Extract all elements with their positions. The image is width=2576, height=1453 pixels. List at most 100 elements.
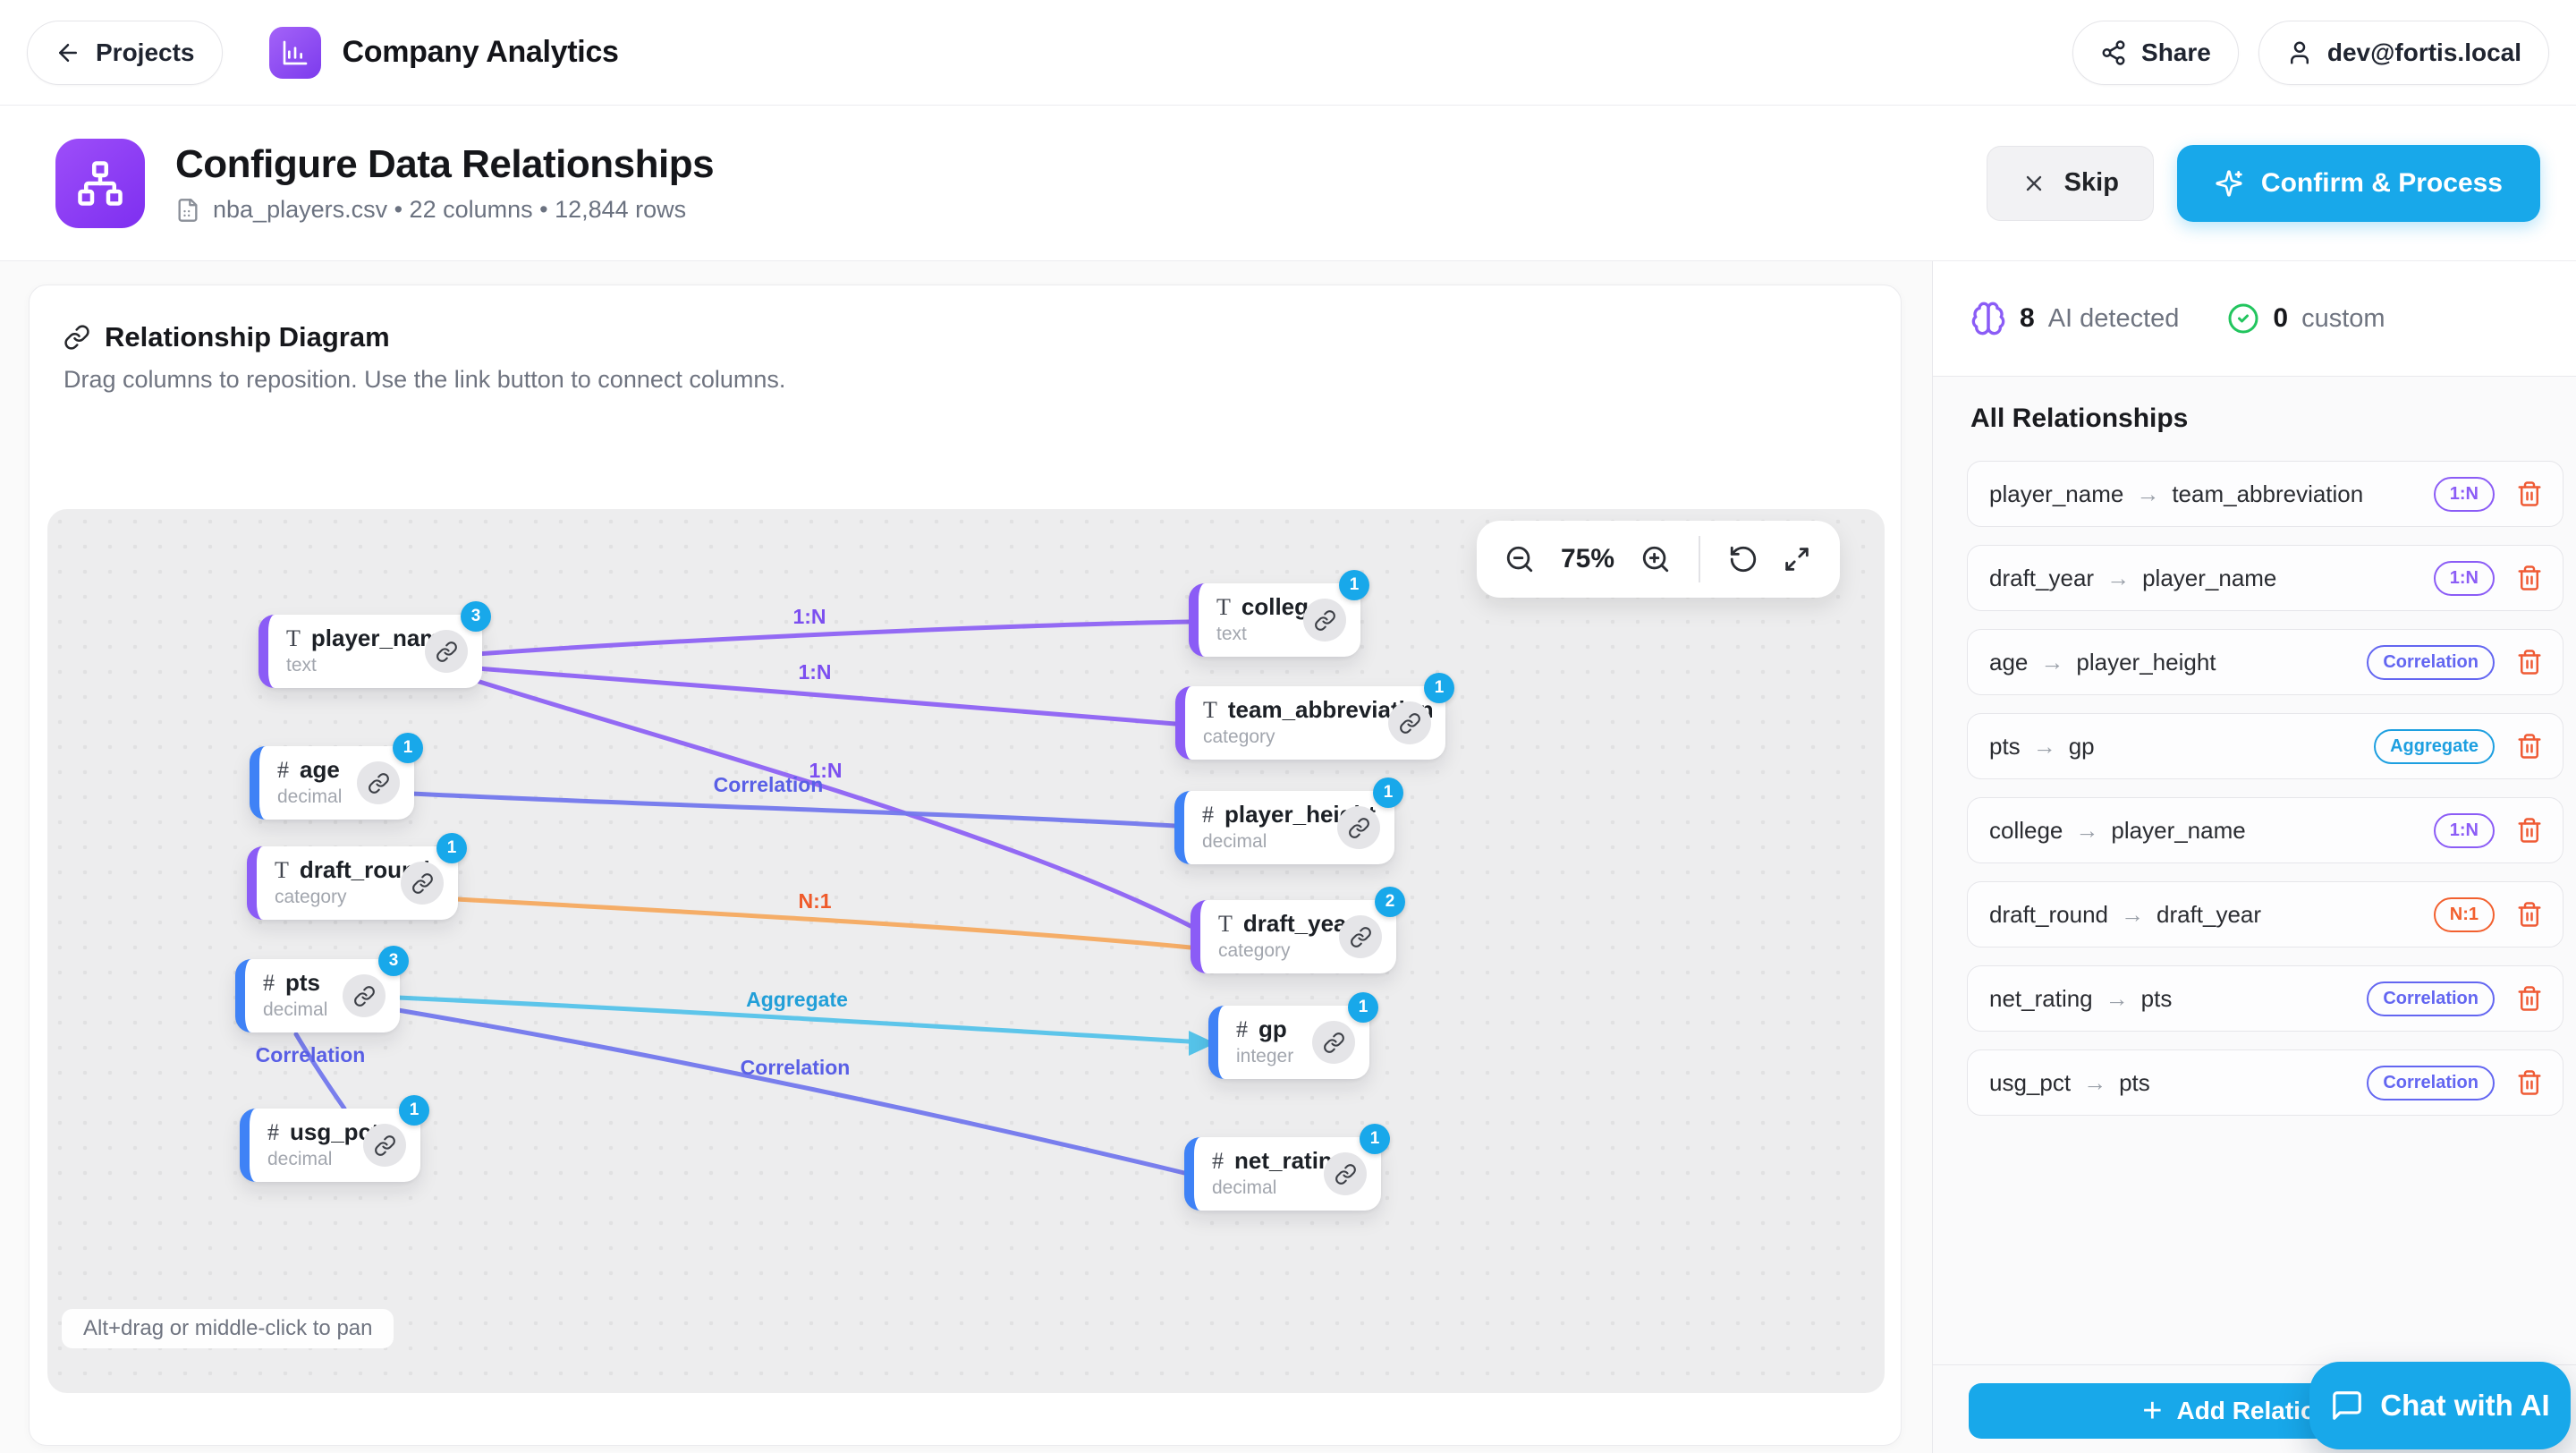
column-dtype: decimal <box>267 1149 333 1169</box>
toolbar-divider <box>1699 536 1700 582</box>
delete-relationship-button[interactable] <box>2511 475 2548 513</box>
back-projects-button[interactable]: Projects <box>27 20 223 85</box>
connection-count-badge: 1 <box>1348 992 1378 1023</box>
link-column-button[interactable] <box>1337 806 1380 849</box>
link-icon <box>1348 817 1369 838</box>
link-icon <box>1350 926 1371 947</box>
link-icon <box>64 325 89 350</box>
column-node-player_height[interactable]: 1 # player_height decimal <box>1174 777 1403 864</box>
column-dtype: text <box>286 655 317 676</box>
page-heading-text: Configure Data Relationships nba_players… <box>175 142 715 224</box>
fit-view-button[interactable] <box>1772 534 1822 584</box>
relationship-item[interactable]: draft_year → player_name 1:N <box>1967 545 2563 611</box>
column-dtype: decimal <box>277 786 343 807</box>
check-circle-icon <box>2228 303 2258 334</box>
link-column-button[interactable] <box>357 761 400 804</box>
column-node-gp[interactable]: 1 # gp integer <box>1208 992 1378 1079</box>
connection-count-badge: 1 <box>1424 673 1454 703</box>
relationship-type-badge: 1:N <box>2433 560 2495 596</box>
delete-relationship-button[interactable] <box>2511 980 2548 1017</box>
user-email-label: dev@fortis.local <box>2326 38 2521 66</box>
column-dtype: decimal <box>1202 831 1267 852</box>
delete-relationship-button[interactable] <box>2511 811 2548 849</box>
reset-view-icon <box>1730 546 1757 573</box>
confirm-process-label: Confirm & Process <box>2260 167 2503 198</box>
back-projects-label: Projects <box>96 38 195 66</box>
column-node-player_name[interactable]: 3 T player_name text <box>258 601 491 688</box>
column-name: draft_year <box>1242 910 1356 937</box>
app-identity: Company Analytics <box>268 26 619 79</box>
relationship-item[interactable]: pts → gp Aggregate <box>1967 713 2563 779</box>
relationship-source: draft_year <box>1989 564 2095 591</box>
link-column-button[interactable] <box>1324 1152 1367 1195</box>
column-node-age[interactable]: 1 # age decimal <box>250 733 423 820</box>
column-node-college[interactable]: 1 T college text <box>1189 570 1369 657</box>
pan-hint: Alt+drag or middle-click to pan <box>62 1309 394 1348</box>
relationship-item[interactable]: player_name → team_abbreviation 1:N <box>1967 461 2563 527</box>
edge-pts-net_rating <box>395 1007 1187 1176</box>
relationship-target: team_abbreviation <box>2172 480 2364 507</box>
link-column-button[interactable] <box>401 862 444 905</box>
relationship-target: gp <box>2068 732 2095 760</box>
delete-relationship-button[interactable] <box>2511 727 2548 765</box>
column-type-icon: T <box>286 625 301 651</box>
user-menu-button[interactable]: dev@fortis.local <box>2258 20 2549 85</box>
column-dtype: decimal <box>1212 1177 1277 1198</box>
relationship-item[interactable]: usg_pct → pts Correlation <box>1967 1049 2563 1116</box>
delete-relationship-button[interactable] <box>2511 559 2548 597</box>
chat-with-ai-button[interactable]: Chat with AI <box>2309 1362 2571 1449</box>
trash-icon <box>2518 565 2541 591</box>
relationship-item[interactable]: net_rating → pts Correlation <box>1967 965 2563 1032</box>
column-type-icon: # <box>277 757 289 783</box>
header-right: Share dev@fortis.local <box>2072 20 2549 85</box>
trash-icon <box>2518 986 2541 1011</box>
file-icon <box>178 198 198 222</box>
zoom-out-button[interactable] <box>1495 534 1545 584</box>
toolbar-actions: Skip Confirm & Process <box>1986 144 2540 222</box>
trash-icon <box>2518 734 2541 759</box>
ai-detected-count: 8 <box>2020 303 2035 333</box>
delete-relationship-button[interactable] <box>2511 643 2548 681</box>
relationship-target: pts <box>2119 1068 2150 1096</box>
ai-detected-label: AI detected <box>2047 303 2180 333</box>
relationship-item[interactable]: college → player_name 1:N <box>1967 797 2563 863</box>
share-button[interactable]: Share <box>2072 20 2239 85</box>
column-dtype: integer <box>1236 1046 1294 1066</box>
relationship-type-badge: 1:N <box>2433 476 2495 512</box>
delete-relationship-button[interactable] <box>2511 1064 2548 1101</box>
column-node-draft_year[interactable]: 2 T draft_year category <box>1191 887 1405 973</box>
ai-detected-stat: 8 AI detected <box>1970 301 2179 336</box>
diagram-area: Relationship Diagram Drag columns to rep… <box>0 261 1932 1453</box>
link-column-button[interactable] <box>1312 1021 1355 1064</box>
skip-button[interactable]: Skip <box>1986 145 2154 221</box>
connection-count-badge: 1 <box>1339 570 1369 600</box>
link-column-button[interactable] <box>1339 915 1382 958</box>
relationship-type-badge: Aggregate <box>2374 728 2495 764</box>
relationships-icon <box>55 138 145 228</box>
confirm-process-button[interactable]: Confirm & Process <box>2176 144 2540 222</box>
link-column-button[interactable] <box>343 974 386 1017</box>
link-column-button[interactable] <box>425 630 468 673</box>
column-node-pts[interactable]: 3 # pts decimal <box>235 946 409 1032</box>
link-column-button[interactable] <box>363 1124 406 1167</box>
column-dtype: decimal <box>263 999 328 1020</box>
delete-relationship-button[interactable] <box>2511 896 2548 933</box>
relationships-sidebar: 8 AI detected 0 custom All Relationships… <box>1932 261 2576 1453</box>
relationship-type-badge: Correlation <box>2367 981 2495 1016</box>
relationship-item[interactable]: draft_round → draft_year N:1 <box>1967 881 2563 947</box>
relationship-item[interactable]: age → player_height Correlation <box>1967 629 2563 695</box>
relationships-list-region: All Relationships player_name → team_abb… <box>1933 376 2576 1364</box>
link-column-button[interactable] <box>1303 599 1346 642</box>
link-column-button[interactable] <box>1388 701 1431 744</box>
zoom-in-button[interactable] <box>1631 534 1681 584</box>
column-node-net_rating[interactable]: 1 # net_rating decimal <box>1184 1124 1390 1211</box>
link-icon <box>1314 609 1335 631</box>
column-node-team_abbreviation[interactable]: 1 T team_abbreviation category <box>1175 673 1454 760</box>
edge-age-player_height <box>408 791 1177 828</box>
column-name: gp <box>1258 1015 1287 1042</box>
column-node-usg_pct[interactable]: 1 # usg_pct decimal <box>240 1095 429 1182</box>
edge-label: Correlation <box>256 1043 366 1066</box>
column-node-draft_round[interactable]: 1 T draft_round category <box>247 833 467 920</box>
reset-view-button[interactable] <box>1718 534 1768 584</box>
